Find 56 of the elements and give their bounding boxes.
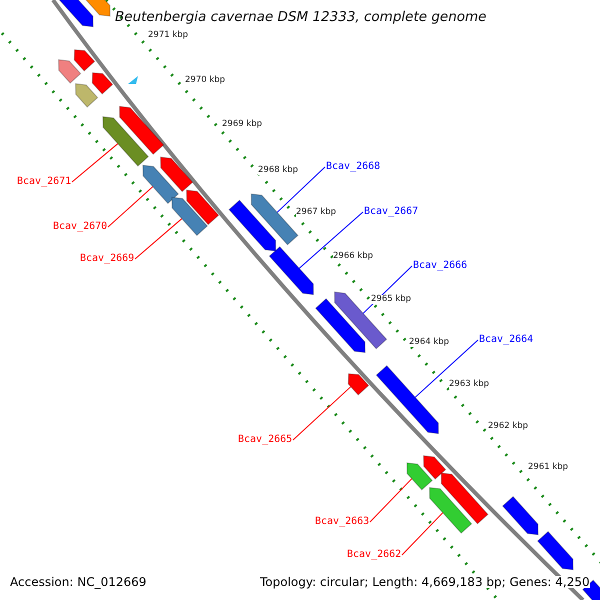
gene-feature	[171, 196, 208, 236]
gene-label: Bcav_2668	[326, 162, 380, 172]
scale-label: 2963 kbp	[449, 380, 490, 388]
gene-feature	[58, 59, 82, 84]
gene-feature	[160, 156, 194, 192]
gene-feature	[502, 496, 539, 536]
title: Beutenbergia cavernae DSM 12333, complete genome	[115, 11, 486, 24]
leader-line	[402, 512, 444, 556]
gene-feature	[348, 373, 370, 396]
scale-label: 2968 kbp	[258, 166, 298, 174]
leader-line	[292, 386, 352, 440]
gene-feature	[102, 116, 149, 167]
gene-feature	[376, 365, 439, 434]
scale-label: 2964 kbp	[409, 338, 450, 346]
gene-label: Bcav_2669	[80, 254, 134, 264]
gene-feature	[142, 164, 179, 204]
leader-line	[72, 143, 118, 182]
gene-feature	[228, 200, 276, 252]
gene-feature	[119, 106, 164, 155]
gene-feature	[75, 83, 98, 108]
scale-label: 2971 kbp	[148, 31, 188, 40]
gene-label: Bcav_2665	[238, 435, 292, 445]
scale-label: 2966 kbp	[333, 252, 374, 260]
gene-label: Bcav_2666	[413, 261, 468, 271]
gene-feature	[429, 487, 472, 534]
leader-line	[276, 166, 326, 213]
gene-label: Bcav_2664	[479, 335, 534, 345]
gene-feature	[186, 190, 220, 226]
gene-label: Bcav_2663	[315, 517, 370, 527]
gene-feature	[440, 472, 489, 524]
scale-label: 2970 kbp	[185, 76, 226, 84]
gene-feature	[537, 530, 574, 570]
gene-feature	[92, 72, 114, 95]
footer-text: Topology: circular; Length: 4,669,183 bp; Genes: 4,250	[260, 576, 590, 588]
scale-label: 2961 kbp	[528, 463, 568, 472]
scale-label: 2965 kbp	[371, 295, 412, 304]
gene-feature	[84, 0, 110, 17]
scale-label: 2962 kbp	[488, 422, 528, 430]
gene-label: Bcav_2671	[17, 177, 72, 187]
leader-line	[108, 186, 154, 228]
footer-text: Accession: NC_012669	[10, 576, 146, 588]
gene-feature	[268, 246, 314, 296]
leader-line	[414, 340, 478, 398]
gene-label: Bcav_2667	[364, 207, 418, 217]
scale-label: 2969 kbp	[222, 120, 262, 128]
gene-feature	[57, 0, 94, 28]
leader-line	[370, 478, 412, 522]
gene-label: Bcav_2662	[347, 550, 402, 560]
gene-label: Bcav_2670	[53, 222, 108, 232]
gene-feature	[423, 455, 446, 480]
gene-feature	[74, 49, 96, 72]
scale-label: 2967 kbp	[296, 208, 336, 216]
gene-feature	[315, 298, 366, 354]
leader-line	[134, 218, 182, 260]
gene-feature	[406, 462, 433, 490]
leader-line	[298, 212, 364, 269]
